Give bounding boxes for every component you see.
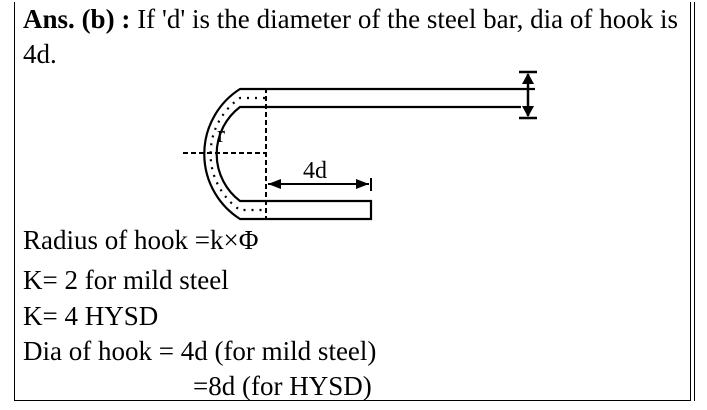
hook-bar-outline: [203, 87, 535, 221]
formula-radius: Radius of hook =k×Φ: [23, 225, 259, 255]
formula-dia-mild-steel: Dia of hook = 4d (for mild steel): [23, 336, 377, 366]
diameter-arrow-top: [522, 73, 534, 84]
answer-prefix: Ans. (b) :: [23, 4, 131, 34]
length-arrow-right: [356, 179, 369, 189]
formula-k-hysd: K= 4 HYSD: [23, 301, 159, 331]
length-label: 4d: [303, 158, 327, 184]
diameter-arrow-bottom: [522, 106, 534, 117]
answer-box: Ans. (b) : If 'd' is the diameter of the…: [14, 2, 695, 401]
formula-k-mild-steel: K= 2 for mild steel: [23, 265, 229, 295]
length-arrow-left: [268, 179, 281, 189]
hook-diagram: r 4d: [183, 70, 537, 221]
radius-label: r: [217, 122, 225, 148]
answer-text: Ans. (b) : If 'd' is the diameter of the…: [23, 2, 678, 72]
formula-dia-hysd: =8d (for HYSD): [193, 371, 372, 401]
answer-statement: If 'd' is the diameter of the steel bar,…: [23, 4, 679, 69]
